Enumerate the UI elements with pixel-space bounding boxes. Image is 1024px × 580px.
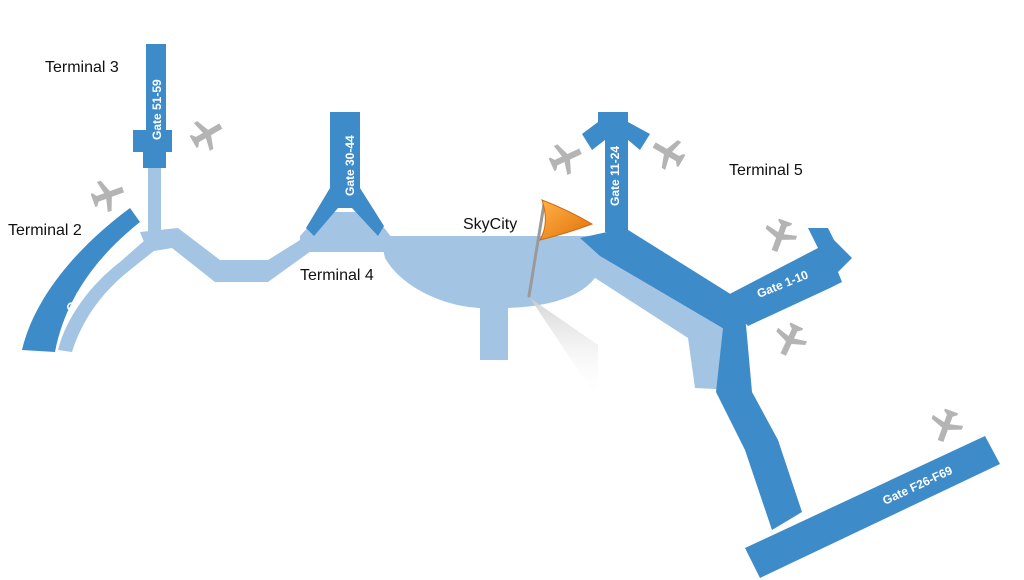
gate-51-59-label: Gate 51-59	[150, 79, 164, 140]
pier-gate-1-10[interactable]	[722, 228, 852, 326]
terminal-areas	[58, 165, 735, 390]
terminal-5-connector[interactable]	[575, 238, 735, 390]
flag-shadow	[530, 298, 598, 400]
airplane-icon	[768, 318, 812, 362]
airplane-icon	[759, 215, 801, 257]
connector-t3-t4[interactable]	[140, 228, 318, 282]
terminal-4-label: Terminal 4	[300, 267, 374, 284]
airplane-icon	[646, 131, 690, 175]
gate-30-44-label: Gate 30-44	[343, 135, 357, 196]
airplane-icon	[544, 136, 588, 180]
terminal-3-stem[interactable]	[148, 165, 161, 240]
flag-pole	[527, 202, 546, 298]
flag-cloth	[538, 199, 594, 241]
skycity-hall[interactable]	[380, 236, 600, 309]
pier-gate-f26-f69[interactable]	[745, 436, 1000, 578]
terminal-2-area[interactable]	[58, 240, 160, 352]
pier-gate-11-24[interactable]	[582, 112, 650, 232]
gate-11-24-label: Gate 11-24	[608, 146, 622, 206]
pier-gate-61-72[interactable]	[22, 208, 140, 352]
concourse-main[interactable]	[580, 228, 760, 330]
terminal-3-label: Terminal 3	[45, 59, 119, 76]
terminal-labels: Terminal 3 Terminal 2 Terminal 4 SkyCity…	[8, 59, 803, 284]
concourse-south[interactable]	[716, 310, 802, 530]
airplane-icon	[925, 405, 967, 447]
piers	[22, 44, 1000, 578]
skycity-label: SkyCity	[463, 216, 517, 233]
pier-gate-51-59[interactable]	[133, 44, 172, 168]
pier-gate-30-44[interactable]	[306, 112, 384, 236]
skycity-stub[interactable]	[480, 300, 508, 360]
location-flag-icon[interactable]	[527, 199, 598, 400]
terminal-5-label: Terminal 5	[729, 162, 803, 179]
airplane-icon	[87, 174, 129, 216]
airplane-icon	[185, 112, 229, 156]
terminal-2-label: Terminal 2	[8, 222, 82, 239]
